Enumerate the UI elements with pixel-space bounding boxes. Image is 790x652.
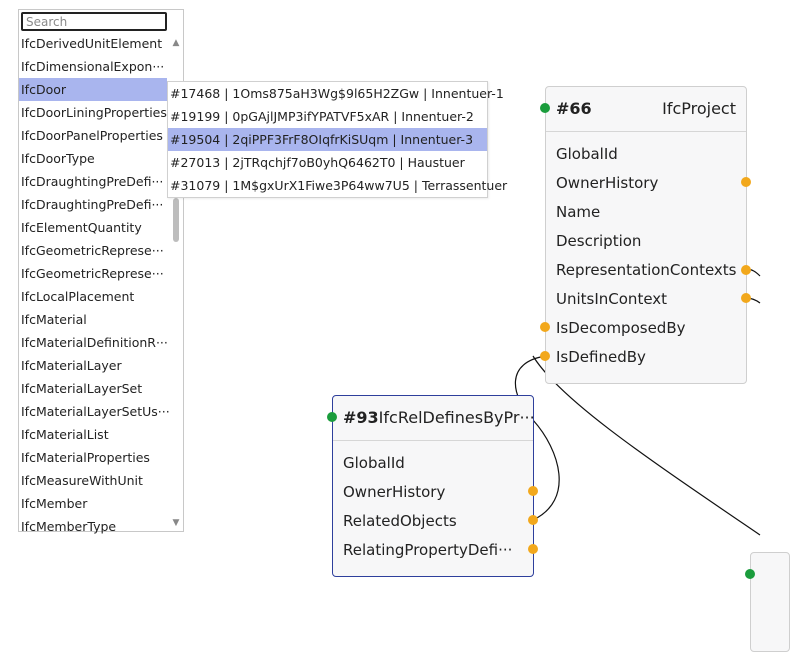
node-ifcreldefinesbyproperties[interactable]: #93IfcRelDefinesByPr··· GlobalId OwnerHi… (332, 395, 535, 577)
field-globalid: GlobalId (343, 454, 405, 472)
class-item[interactable]: IfcDoorType (21, 151, 95, 166)
field-isdefinedby: IsDefinedBy (556, 348, 646, 366)
class-list: IfcDerivedUnitElement IfcDimensionalExpo… (19, 32, 170, 538)
node-anchor-dot[interactable] (745, 569, 755, 579)
class-list-scrollbar[interactable]: ▲ ▼ (169, 32, 183, 530)
port-dot-ownerhistory[interactable] (741, 177, 751, 187)
port-dot-relatedobjects[interactable] (528, 515, 538, 525)
scroll-thumb[interactable] (173, 198, 179, 242)
class-item[interactable]: IfcDoorPanelProperties (21, 128, 163, 143)
class-item[interactable]: IfcGeometricRepresе··· (21, 243, 164, 258)
class-item[interactable]: IfcMaterialDefinitionR··· (21, 335, 168, 350)
node-anchor-dot[interactable] (327, 412, 337, 422)
field-ownerhistory: OwnerHistory (556, 174, 659, 192)
scroll-up-arrow-icon[interactable]: ▲ (172, 38, 180, 48)
class-item[interactable]: IfcDimensionalExpon··· (21, 59, 165, 74)
port-dot-isdefinedby[interactable] (540, 351, 550, 361)
class-item[interactable]: IfcMember (21, 496, 88, 511)
class-item[interactable]: IfcMaterialLayer (21, 358, 122, 373)
instance-popup-list: #17468 | 1Oms875aH3Wg$9l65H2ZGw | Innent… (167, 81, 508, 198)
class-item[interactable]: IfcDraughtingPreDefi··· (21, 197, 164, 212)
instance-item[interactable]: #17468 | 1Oms875aH3Wg$9l65H2ZGw | Innent… (170, 86, 504, 101)
field-isdecomposedby: IsDecomposedBy (556, 319, 686, 337)
instance-item[interactable]: #27013 | 2jTRqchjf7oB0yhQ6462T0 | Haustu… (170, 155, 465, 170)
class-item[interactable]: IfcMaterialLayerSetUs··· (21, 404, 170, 419)
instance-item[interactable]: #31079 | 1M$gxUrX1Fiwe3P64ww7U5 | Terras… (170, 178, 508, 193)
class-item[interactable]: IfcMaterial (21, 312, 87, 327)
field-unitsincontext: UnitsInContext (556, 290, 668, 308)
field-name: Name (556, 203, 601, 221)
node-title: #93IfcRelDefinesByPr··· (343, 408, 535, 427)
node-header[interactable]: #66 IfcProject (546, 87, 746, 132)
scroll-down-arrow-icon[interactable]: ▼ (172, 518, 180, 528)
instance-item-selected[interactable]: #19504 | 2qiPPF3FrF8OIqfrKiSUqm | Innent… (168, 128, 487, 151)
class-item[interactable]: IfcElementQuantity (21, 220, 142, 235)
node-header[interactable]: #93IfcRelDefinesByPr··· (333, 396, 535, 441)
port-dot-ownerhistory[interactable] (528, 486, 538, 496)
port-dot-unitsincontext[interactable] (741, 293, 751, 303)
field-ownerhistory: OwnerHistory (343, 483, 446, 501)
node-offscreen[interactable] (750, 552, 790, 652)
class-list-panel: IfcDerivedUnitElement IfcDimensionalExpo… (18, 9, 184, 534)
class-item[interactable]: IfcMaterialProperties (21, 450, 150, 465)
class-item[interactable]: IfcGeometricReprese··· (21, 266, 164, 281)
node-type: IfcRelDefinesByPr··· (378, 408, 535, 427)
field-relatingpropertydefinition: RelatingPropertyDefi··· (343, 541, 513, 559)
field-relatedobjects: RelatedObjects (343, 512, 457, 530)
search-input[interactable] (21, 12, 167, 31)
field-description: Description (556, 232, 642, 250)
port-dot-relatingpropertydefinition[interactable] (528, 544, 538, 554)
class-item-selected[interactable]: IfcDoor (19, 78, 167, 101)
instance-item[interactable]: #19199 | 0pGAjlJMP3ifYPATVF5xAR | Innent… (170, 109, 474, 124)
class-item[interactable]: IfcDoorLiningProperties (21, 105, 167, 120)
class-item[interactable]: IfcMaterialList (21, 427, 109, 442)
node-type: IfcProject (662, 99, 736, 118)
class-item[interactable]: IfcMeasureWithUnit (21, 473, 143, 488)
class-item[interactable]: IfcDraughtingPreDefi··· (21, 174, 164, 189)
field-representationcontexts: RepresentationContexts (556, 261, 737, 279)
node-ifcproject[interactable]: #66 IfcProject GlobalId OwnerHistory Nam… (545, 86, 747, 384)
class-item[interactable]: IfcDerivedUnitElement (21, 36, 163, 51)
class-item[interactable]: IfcMaterialLayerSet (21, 381, 143, 396)
port-dot-representationcontexts[interactable] (741, 265, 751, 275)
field-globalid: GlobalId (556, 145, 618, 163)
node-anchor-dot[interactable] (540, 103, 550, 113)
port-dot-isdecomposedby[interactable] (540, 322, 550, 332)
class-item[interactable]: IfcLocalPlacement (21, 289, 135, 304)
class-item[interactable]: IfcMemberType (21, 519, 117, 534)
node-id: #66 (556, 99, 592, 118)
node-id: #93 (343, 408, 379, 427)
